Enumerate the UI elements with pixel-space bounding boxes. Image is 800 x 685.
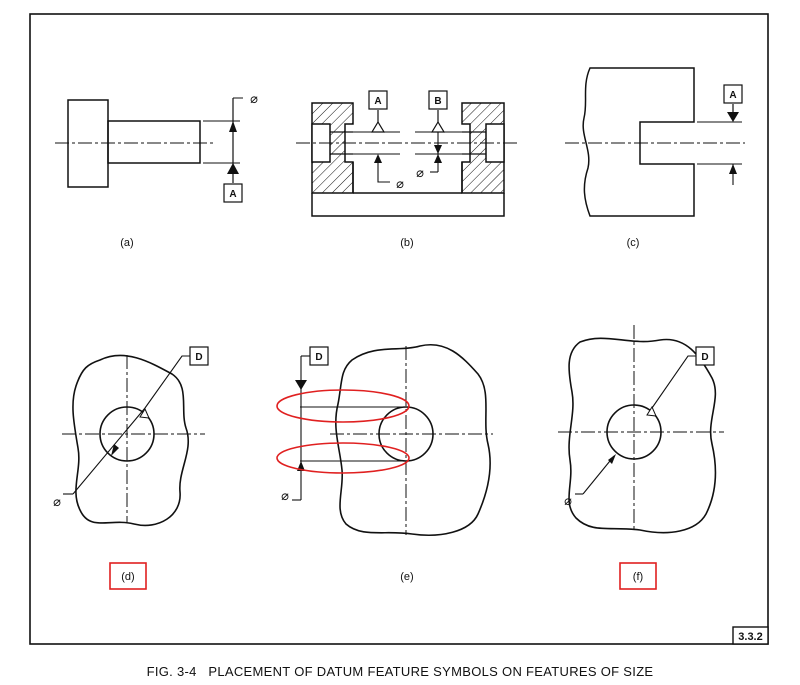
- datum-triangle-f: [646, 405, 657, 417]
- datum-letter-f: D: [701, 352, 708, 363]
- arrow-up: [229, 121, 237, 132]
- reference-box: 3.3.2: [732, 626, 769, 645]
- datum-box-c: [723, 84, 743, 104]
- highlight-label-f: [619, 562, 657, 590]
- datum-letter-b-a: A: [374, 96, 381, 107]
- panel-e: D ⌀: [281, 343, 493, 536]
- datum-triangle-e: [295, 380, 307, 390]
- panel-f: D ⌀: [558, 325, 724, 534]
- irregular-outline-f: [568, 337, 717, 534]
- datum-box-a: [223, 183, 243, 203]
- shaft-body: [107, 120, 201, 164]
- panel-label-d: (d): [121, 571, 134, 583]
- highlight-label-d: [109, 562, 147, 590]
- figure-frame: [29, 13, 769, 645]
- panel-label-b: (b): [400, 237, 413, 249]
- diameter-symbol-b-right: ⌀: [416, 166, 424, 181]
- slotted-part: [582, 67, 695, 217]
- diameter-symbol-e: ⌀: [281, 489, 289, 504]
- datum-triangle-a: [227, 163, 239, 174]
- datum-letter-e: D: [315, 352, 322, 363]
- datum-box-b-a: [368, 90, 388, 110]
- panel-label-e: (e): [400, 571, 413, 583]
- datum-triangle-b-b: [430, 120, 446, 133]
- diameter-symbol-d: ⌀: [53, 495, 61, 510]
- base-block: [311, 193, 505, 217]
- diameter-arrow-d: [111, 444, 119, 456]
- figure-caption: FIG. 3-4 PLACEMENT OF DATUM FEATURE SYMB…: [147, 664, 654, 679]
- reference-number: 3.3.2: [738, 631, 762, 643]
- datum-box-b-b: [428, 90, 448, 110]
- panel-c: A: [565, 67, 745, 217]
- datum-letter-d: D: [195, 352, 202, 363]
- panel-d: D ⌀: [53, 346, 209, 527]
- diameter-arrow-f: [608, 454, 616, 464]
- datum-triangle-b-a: [370, 120, 386, 133]
- diameter-symbol-a: ⌀: [250, 92, 258, 107]
- datum-letter-a: A: [229, 189, 236, 200]
- irregular-outline-d: [72, 354, 190, 527]
- panel-label-a: (a): [120, 237, 133, 249]
- panel-b: A ⌀ B ⌀: [296, 90, 520, 217]
- datum-box-d: [189, 346, 209, 366]
- irregular-outline-e: [335, 343, 491, 536]
- datum-letter-c: A: [729, 90, 736, 101]
- datum-box-e: [309, 346, 329, 366]
- panel-a: [55, 97, 243, 188]
- diameter-symbol-f: ⌀: [564, 494, 572, 509]
- datum-triangle-c: [727, 112, 739, 122]
- datum-triangle-d: [139, 407, 150, 419]
- panel-label-f: (f): [633, 571, 643, 583]
- highlight-ellipse-lower: [276, 442, 410, 474]
- datum-box-f: [695, 346, 715, 366]
- highlight-ellipse-upper: [276, 389, 410, 423]
- datum-letter-b-b: B: [434, 96, 441, 107]
- diameter-symbol-b-left: ⌀: [396, 177, 404, 192]
- panel-label-c: (c): [627, 237, 640, 249]
